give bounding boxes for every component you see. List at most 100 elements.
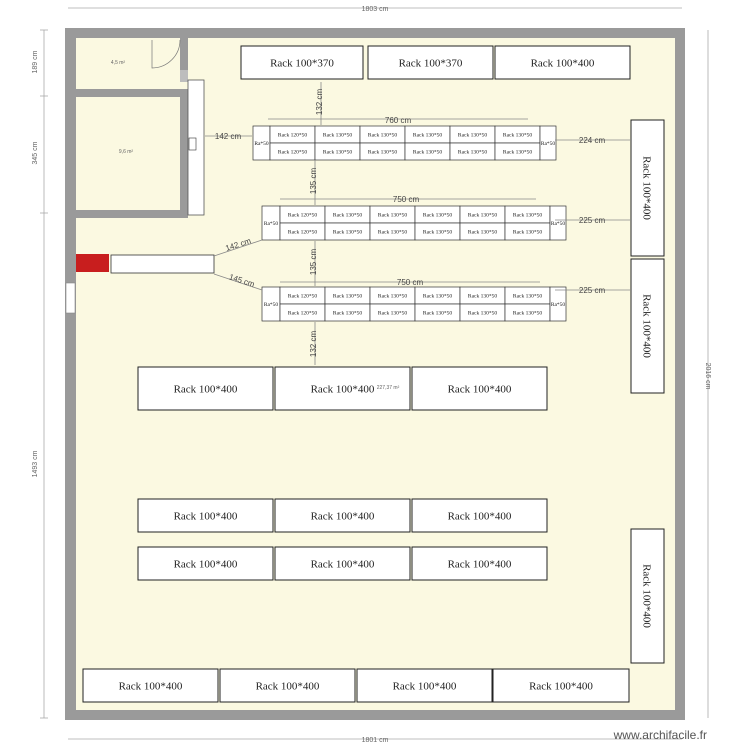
bottom-rack-3-box	[492, 668, 630, 703]
dim-225-a-label: 225 cm	[579, 216, 606, 225]
dim-225-b-label: 225 cm	[579, 286, 606, 295]
right-rack-0-label: Rack 100*400	[641, 156, 653, 220]
shelf-cell-label: Rack 130*50	[333, 213, 362, 219]
lower1-rack-2-label: Rack 100*400	[448, 511, 512, 523]
mid-rack-0-label: Rack 100*400	[174, 384, 238, 396]
lower1-rack-2-box	[411, 498, 548, 533]
watermark: www.archifacile.fr	[613, 728, 707, 742]
lower2-rack-0-label: Rack 100*400	[174, 559, 238, 571]
room-wall-door-jamb	[180, 70, 188, 82]
bottom-rack-2-label: Rack 100*400	[393, 681, 457, 693]
shelf-cell-label: Rack 130*50	[423, 294, 452, 300]
top-rack-2-label: Rack 100*400	[531, 58, 595, 70]
top-rack-1-label: Rack 100*370	[399, 58, 463, 70]
dim-135-a-label: 135 cm	[309, 168, 318, 195]
right-rack-1-box	[630, 258, 665, 394]
dim-145-line	[213, 273, 263, 291]
mid-rack-1-box	[274, 366, 411, 411]
shelf-row-0-end-right	[539, 125, 557, 161]
dim-142-a-label: 142 cm	[215, 132, 242, 141]
shelf-cell-label: Rack 130*50	[513, 294, 542, 300]
lower2-rack-0-box	[137, 546, 274, 581]
shelf-row-2-end-right-label: Ra*50	[551, 302, 566, 308]
dim-132-top-label: 132 cm	[315, 89, 324, 116]
shelf-row-2-end-right	[549, 286, 567, 322]
shelf-cell-label: Rack 120*50	[288, 213, 317, 219]
shelf-cell-label: Rack 130*50	[413, 150, 442, 156]
shelf-cell-label: Rack 130*50	[333, 294, 362, 300]
shelf-cell-label: Rack 130*50	[513, 213, 542, 219]
lower2-rack-1-box	[274, 546, 411, 581]
shelf-cell-label: Rack 130*50	[513, 230, 542, 236]
dim-132-bottom-label: 132 cm	[309, 331, 318, 358]
shelf-cell-label: Rack 130*50	[458, 150, 487, 156]
bottom-rack-1-box	[219, 668, 356, 703]
shelf-row-1-end-right	[549, 205, 567, 241]
shelf-cell-label: Rack 130*50	[333, 311, 362, 317]
shelf-cell-label: Rack 130*50	[468, 230, 497, 236]
right-rack-2-box	[630, 528, 665, 664]
door-swing	[151, 39, 181, 69]
bottom-rack-0-box	[82, 668, 219, 703]
shelf-cell-label: Rack 130*50	[423, 311, 452, 317]
shelf-cell-label: Rack 130*50	[513, 311, 542, 317]
room-wall-divider	[76, 89, 188, 97]
shelf-cell-label: Rack 130*50	[458, 133, 487, 139]
mid-rack-2-label: Rack 100*400	[448, 384, 512, 396]
shelf-cell-label: Rack 120*50	[288, 294, 317, 300]
shelf-cell-label: Rack 130*50	[378, 230, 407, 236]
bottom-rack-2-box	[356, 668, 493, 703]
shelf-row-0-end-right-label: Ra*50	[541, 141, 556, 147]
side-door	[65, 282, 76, 314]
shelf-row-2-end-left-label: Ra*50	[264, 302, 279, 308]
shelf-cell-label: Rack 120*50	[288, 230, 317, 236]
shelf-cell-label: Rack 130*50	[333, 230, 362, 236]
dim-bottom-label: 1801 cm	[362, 737, 389, 744]
top-rack-0-box	[240, 45, 364, 80]
dim-top-label: 1803 cm	[362, 6, 389, 13]
bottom-rack-0-label: Rack 100*400	[119, 681, 183, 693]
area-main: 227,37 m²	[377, 385, 400, 391]
bottom-rack-3-label: Rack 100*400	[529, 681, 593, 693]
dim-left-bottom-label: 1493 cm	[32, 450, 39, 477]
right-rack-1-label: Rack 100*400	[641, 294, 653, 358]
dims-layer	[40, 7, 709, 740]
lower2-rack-2-box	[411, 546, 548, 581]
shelf-cell-label: Rack 130*50	[378, 311, 407, 317]
top-rack-2-box	[494, 45, 631, 80]
dim-left-top-label: 189 cm	[32, 50, 39, 73]
mid-rack-1-label: Rack 100*400	[311, 384, 375, 396]
dim-142-b-line	[213, 239, 263, 257]
dim-row3-width-label: 750 cm	[397, 278, 424, 287]
shelf-cell-label: Rack 120*50	[278, 133, 307, 139]
shelf-cell-label: Rack 130*50	[468, 311, 497, 317]
red-fire-panel	[76, 254, 109, 272]
dim-right-label: 2016 cm	[704, 363, 711, 390]
shelf-cell-label: Rack 130*50	[368, 150, 397, 156]
lower1-rack-1-label: Rack 100*400	[311, 511, 375, 523]
shelf-row-1-end-left-label: Ra*50	[264, 221, 279, 227]
mid-rack-0-box	[137, 366, 274, 411]
lower1-rack-0-box	[137, 498, 274, 533]
shelf-cell-label: Rack 130*50	[413, 133, 442, 139]
top-rack-0-label: Rack 100*370	[270, 58, 334, 70]
room-wall-right-lower	[180, 97, 188, 212]
lower2-rack-2-label: Rack 100*400	[448, 559, 512, 571]
shelf-cell-label: Rack 130*50	[503, 133, 532, 139]
top-rack-1-box	[367, 45, 494, 80]
right-rack-2-label: Rack 100*400	[641, 564, 653, 628]
mid-rack-2-box	[411, 366, 548, 411]
area-room-office: 9,6 m²	[119, 149, 134, 155]
shelf-cell-label: Rack 130*50	[468, 213, 497, 219]
lower1-rack-0-label: Rack 100*400	[174, 511, 238, 523]
dim-224-label: 224 cm	[579, 136, 606, 145]
room-wall-right-upper	[180, 38, 188, 70]
shelf-cell-label: Rack 130*50	[323, 150, 352, 156]
dim-row1-width-label: 760 cm	[385, 116, 412, 125]
shelf-cell-label: Rack 130*50	[323, 133, 352, 139]
dim-row2-width-label: 750 cm	[393, 195, 420, 204]
shelf-cell-label: Rack 120*50	[288, 311, 317, 317]
shelf-row-1-end-right-label: Ra*50	[551, 221, 566, 227]
